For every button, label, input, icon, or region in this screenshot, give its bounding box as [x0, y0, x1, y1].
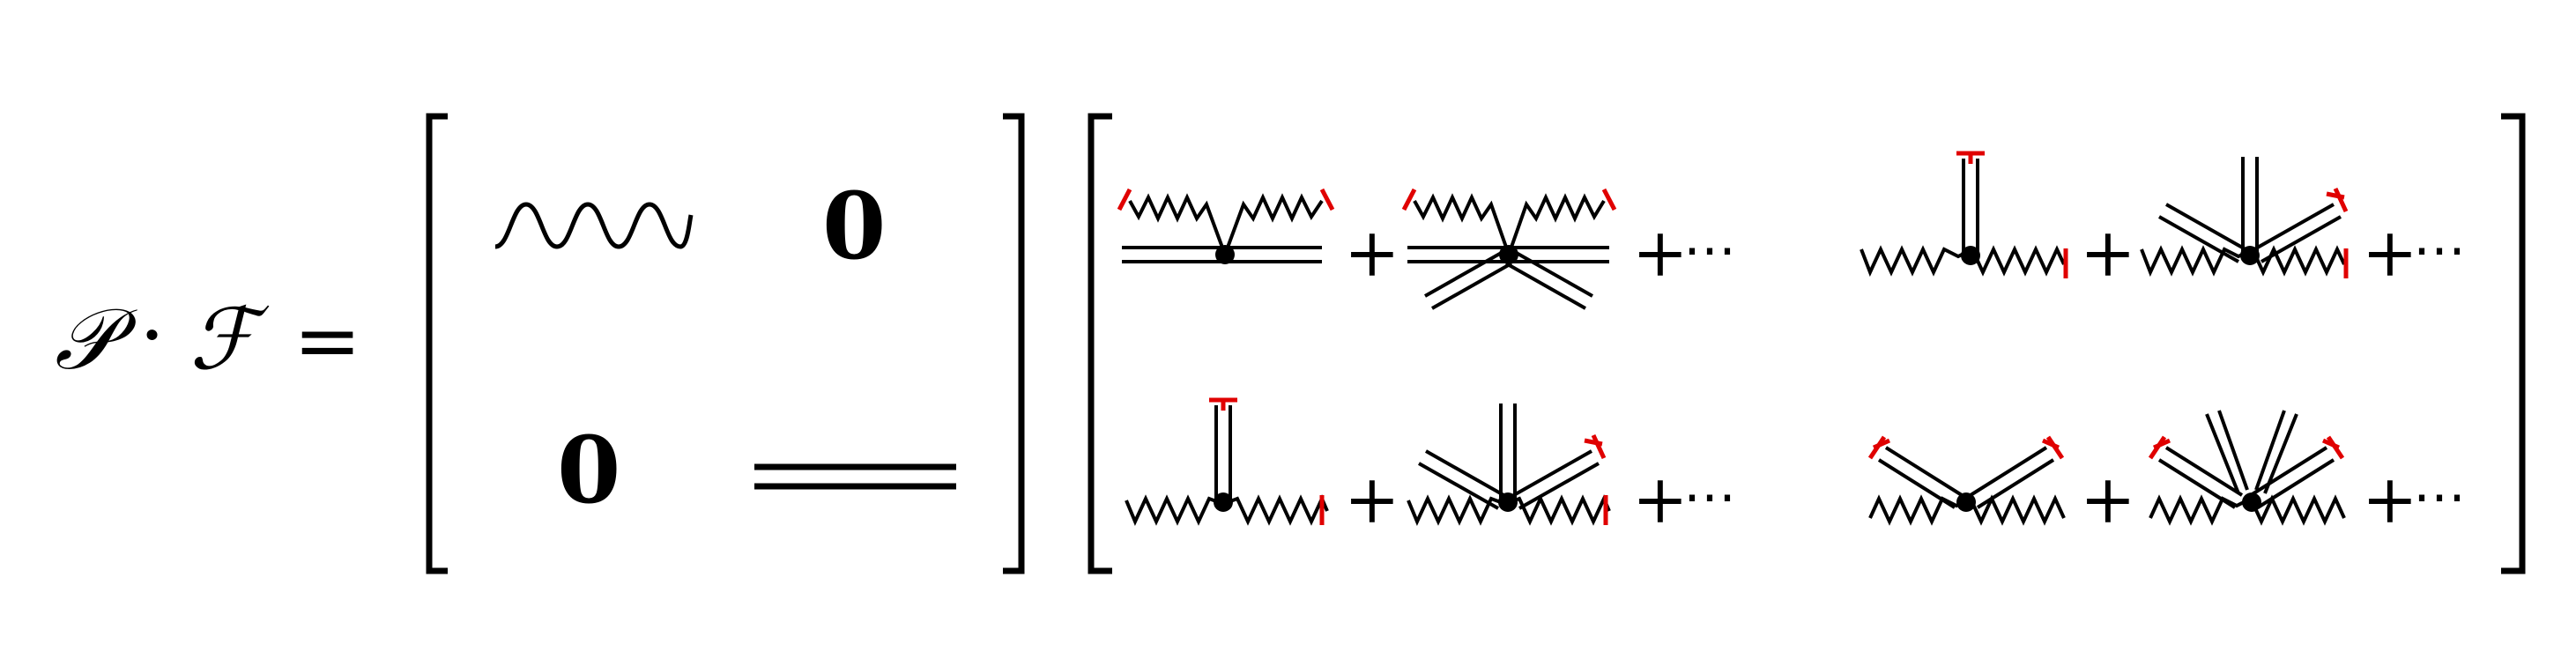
dot-operator: · — [139, 288, 165, 382]
plus-sign: + — [2080, 213, 2136, 292]
vertex-dot — [1498, 492, 1518, 512]
ellipsis: ⋯ — [1683, 219, 1736, 281]
vertex-dot — [2240, 246, 2260, 265]
vertex-dot — [1956, 492, 1976, 512]
matrix-entry-top-right: 0 — [822, 172, 886, 280]
amputation-marker — [2045, 435, 2065, 460]
plus-sign: + — [2362, 213, 2418, 292]
amputation-marker — [1319, 188, 1335, 211]
vertex-dot — [1961, 246, 1980, 265]
entry-12-diagram-a — [1860, 151, 2068, 278]
entry-11-diagram-b — [1401, 188, 1617, 310]
equation-lhs: 𝒫 · ℱ = — [55, 288, 361, 389]
entry-21-diagram-b — [1407, 404, 1611, 526]
plus-sign: + — [1632, 460, 1689, 538]
plus-sign: + — [1344, 213, 1400, 292]
right-bracket-close — [2501, 113, 2526, 574]
equals-sign: = — [293, 293, 361, 388]
ellipsis: ⋯ — [1683, 466, 1736, 528]
entry-21-diagram-a — [1125, 397, 1329, 526]
ellipsis: ⋯ — [2413, 466, 2466, 528]
left-matrix: 0 0 — [426, 113, 1025, 574]
amputation-marker — [1867, 435, 1887, 460]
vertex-dot — [2242, 492, 2261, 512]
ellipsis: ⋯ — [2413, 219, 2466, 281]
photon-propagator-wavy-line — [494, 202, 694, 249]
double-line-propagator — [754, 463, 956, 490]
p-symbol: 𝒫 — [55, 290, 137, 389]
plus-sign: + — [1344, 460, 1400, 538]
amputation-marker — [1401, 188, 1417, 211]
right-matrix: + + ⋯ + — [1088, 113, 2526, 574]
f-symbol: ℱ — [189, 290, 270, 389]
vertex-dot — [1215, 245, 1235, 264]
left-bracket-close — [1003, 113, 1025, 574]
vertex-dot — [1499, 245, 1518, 264]
plus-sign: + — [2080, 460, 2136, 538]
amputation-marker — [1117, 188, 1132, 211]
amputation-marker — [1601, 188, 1617, 211]
amputation-marker — [1591, 433, 1607, 460]
entry-22-diagram-a — [1867, 435, 2066, 526]
amputation-marker — [2326, 435, 2345, 460]
amputation-marker — [2148, 435, 2167, 460]
vertex-dot — [1214, 492, 1233, 512]
entry-12-diagram-b — [2140, 157, 2349, 278]
matrix-entry-bottom-left: 0 — [557, 416, 620, 524]
plus-sign: + — [1632, 213, 1689, 292]
left-bracket-open — [426, 113, 448, 574]
entry-22-diagram-b — [2148, 410, 2346, 526]
amputation-marker — [2333, 187, 2349, 213]
entry-11-diagram-a — [1117, 188, 1335, 264]
right-bracket-open — [1088, 113, 1112, 574]
plus-sign: + — [2362, 460, 2418, 538]
